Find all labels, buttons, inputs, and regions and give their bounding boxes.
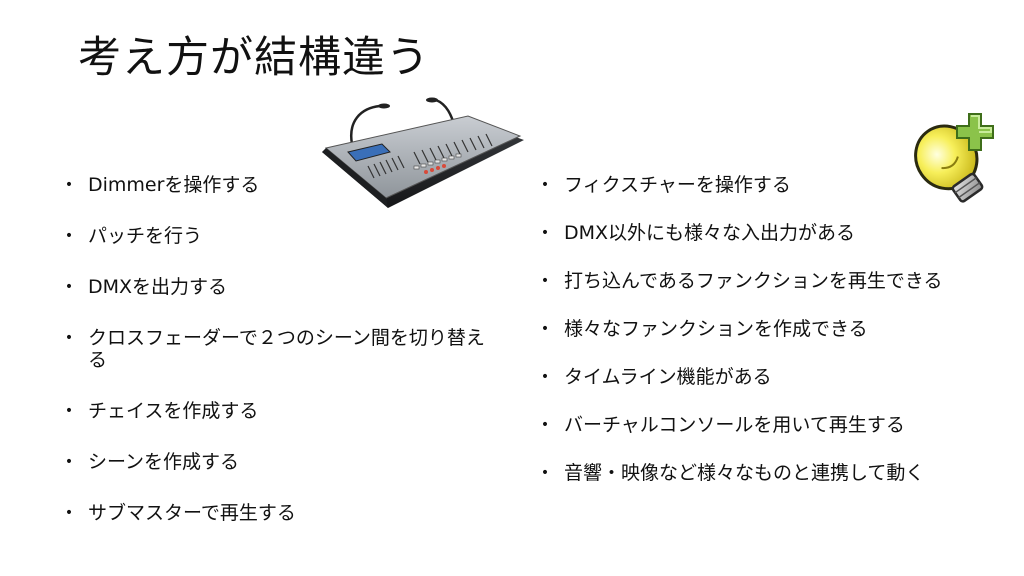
bullet-marker: • <box>64 177 74 193</box>
list-item-text: バーチャルコンソールを用いて再生する <box>564 414 905 436</box>
list-item-text: 打ち込んであるファンクションを再生できる <box>564 270 943 292</box>
bullet-marker: • <box>540 177 550 193</box>
list-item: • フィクスチャーを操作する <box>538 174 978 196</box>
list-item: • サブマスターで再生する <box>62 502 502 524</box>
bullet-marker: • <box>64 403 74 419</box>
list-item: • 様々なファンクションを作成できる <box>538 318 978 340</box>
bullet-marker: • <box>64 228 74 244</box>
list-item-text: フィクスチャーを操作する <box>564 174 791 196</box>
list-item: • タイムライン機能がある <box>538 366 978 388</box>
bullet-marker: • <box>540 273 550 289</box>
list-item: • Dimmerを操作する <box>62 174 502 196</box>
list-item-text: パッチを行う <box>88 225 203 247</box>
bullet-marker: • <box>540 369 550 385</box>
list-item-text: サブマスターで再生する <box>88 502 296 524</box>
list-item: • シーンを作成する <box>62 451 502 473</box>
list-item-text: Dimmerを操作する <box>88 174 260 196</box>
list-item-text: タイムライン機能がある <box>564 366 772 388</box>
lighting-console-icon <box>322 97 524 208</box>
bullet-marker: • <box>64 279 74 295</box>
list-item: • 打ち込んであるファンクションを再生できる <box>538 270 978 292</box>
bullet-marker: • <box>64 505 74 521</box>
bullet-marker: • <box>540 225 550 241</box>
left-bullet-list: • Dimmerを操作する • パッチを行う • DMXを出力する • クロスフェーダー… <box>62 174 502 553</box>
list-item-text: DMX以外にも様々な入出力がある <box>564 222 856 244</box>
list-item: • バーチャルコンソールを用いて再生する <box>538 414 978 436</box>
list-item-text: クロスフェーダーで２つのシーン間を切り替える <box>88 327 485 371</box>
list-item-text: シーンを作成する <box>88 451 240 473</box>
list-item-text: 様々なファンクションを作成できる <box>564 318 868 340</box>
bullet-marker: • <box>540 465 550 481</box>
list-item: • クロスフェーダーで２つのシーン間を切り替える <box>62 327 502 371</box>
right-bullet-list: • フィクスチャーを操作する • DMX以外にも様々な入出力がある • 打ち込んである… <box>538 174 978 510</box>
bullet-marker: • <box>540 321 550 337</box>
list-item-text: チェイスを作成する <box>88 400 259 422</box>
list-item: • チェイスを作成する <box>62 400 502 422</box>
list-item: • DMXを出力する <box>62 276 502 298</box>
list-item-text: DMXを出力する <box>88 276 228 298</box>
list-item: • DMX以外にも様々な入出力がある <box>538 222 978 244</box>
bullet-marker: • <box>64 454 74 470</box>
list-item-text: 音響・映像など様々なものと連携して動く <box>564 462 925 484</box>
idea-bulb-plus-icon <box>914 113 994 203</box>
bullet-marker: • <box>540 417 550 433</box>
list-item: • 音響・映像など様々なものと連携して動く <box>538 462 978 484</box>
bullet-marker: • <box>64 330 74 346</box>
slide-title: 考え方が結構違う <box>78 33 430 83</box>
list-item: • パッチを行う <box>62 225 502 247</box>
